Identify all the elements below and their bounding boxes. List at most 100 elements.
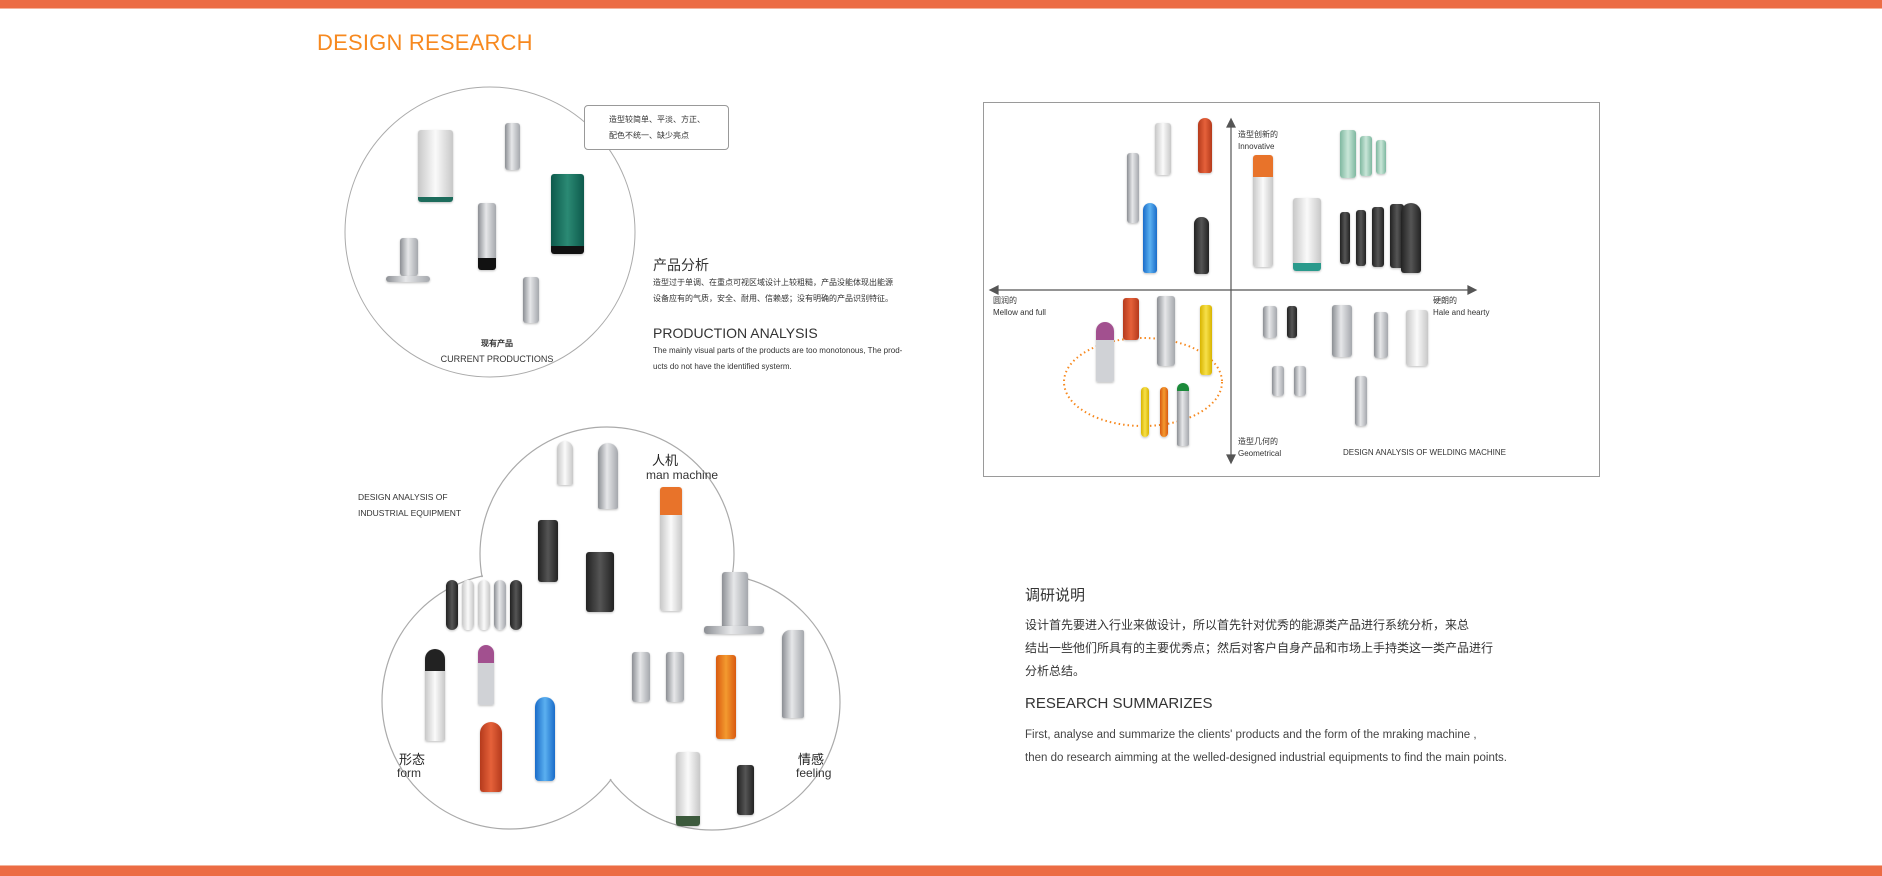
product-image — [1263, 306, 1277, 338]
industrial-caption: DESIGN ANALYSIS OF INDUSTRIAL EQUIPMENT — [358, 489, 461, 521]
product-image — [1155, 123, 1171, 175]
body-line: 分析总结。 — [1025, 664, 1086, 678]
current-products-circle — [344, 86, 636, 378]
summary-body-en: First, analyse and summarize the clients… — [1025, 724, 1507, 770]
axis-label-en: Geometrical — [1238, 449, 1282, 458]
product-image — [1406, 310, 1428, 366]
man-machine-label-cn: 人机 — [652, 453, 679, 468]
product-image — [1253, 155, 1273, 267]
axis-label-cn: 造型几何的 — [1238, 437, 1278, 446]
body-line: then do research aimming at the welled-d… — [1025, 752, 1508, 764]
product-image — [462, 580, 474, 630]
product-image — [505, 123, 520, 170]
product-image — [478, 580, 490, 630]
body-line: ucts do not have the identified systerm. — [653, 362, 792, 371]
axis-label-cn: 圆润的 — [993, 296, 1017, 305]
matrix-axes — [988, 117, 1478, 465]
product-image — [716, 655, 736, 739]
caption-line: DESIGN ANALYSIS OF — [358, 492, 448, 502]
product-image — [1332, 305, 1352, 357]
caption-line: INDUSTRIAL EQUIPMENT — [358, 508, 462, 518]
product-image — [494, 580, 506, 630]
man-machine-label-en: man machine — [646, 468, 719, 482]
product-image — [400, 238, 418, 276]
axis-bottom-label: 造型几何的 Geometrical — [1238, 436, 1281, 460]
product-analysis-body-en: The mainly visual parts of the products … — [653, 343, 902, 375]
callout-box: 造型较简单、平淡、方正、 配色不统一、缺少亮点 — [584, 105, 729, 150]
product-image — [1272, 366, 1284, 396]
body-line: 造型过于单调、在重点可视区域设计上较粗糙，产品没能体现出能源 — [653, 278, 893, 287]
axis-label-en: Mellow and full — [993, 308, 1046, 317]
current-products-label-cn: 现有产品 — [481, 339, 513, 348]
product-image — [1141, 387, 1149, 437]
body-line: The mainly visual parts of the products … — [653, 346, 903, 355]
top-accent-bar — [0, 0, 1882, 9]
product-image — [1160, 387, 1168, 437]
product-image — [425, 649, 445, 741]
current-products-label-en: CURRENT PRODUCTIONS — [440, 354, 554, 364]
product-image — [1200, 305, 1212, 375]
product-image — [418, 130, 453, 202]
product-image — [1143, 203, 1157, 273]
product-image — [1360, 136, 1372, 176]
product-image — [1127, 153, 1139, 223]
product-image — [704, 626, 764, 634]
product-image — [598, 443, 618, 509]
callout-line: 配色不统一、缺少亮点 — [609, 131, 689, 140]
axis-label-cn: 硬朗的 — [1433, 296, 1457, 305]
product-image — [1123, 298, 1139, 340]
product-image — [782, 630, 804, 718]
product-image — [535, 697, 555, 781]
axis-label-cn: 造型创新的 — [1238, 130, 1278, 139]
product-image — [480, 722, 502, 792]
body-line: 设计首先要进入行业来做设计，所以首先针对优秀的能源类产品进行系统分析，来总 — [1025, 618, 1470, 632]
product-image — [1372, 207, 1384, 267]
product-image — [1194, 217, 1209, 274]
product-image — [478, 203, 496, 270]
body-line: First, analyse and summarize the clients… — [1025, 729, 1477, 741]
product-image — [1356, 210, 1366, 266]
matrix-caption: DESIGN ANALYSIS OF WELDING MACHINE — [1343, 448, 1506, 457]
product-analysis-heading-cn: 产品分析 — [653, 257, 709, 273]
product-image — [676, 752, 700, 826]
product-image — [1294, 366, 1306, 396]
product-image — [1376, 140, 1386, 174]
product-image — [1096, 322, 1114, 382]
product-image — [1287, 306, 1297, 338]
summary-body-cn: 设计首先要进入行业来做设计，所以首先针对优秀的能源类产品进行系统分析，来总 结出… — [1025, 614, 1545, 683]
body-line: 设备应有的气质，安全、耐用、信赖感；没有明确的产品识别特征。 — [653, 294, 893, 303]
welding-machine-matrix — [983, 102, 1600, 477]
product-image — [510, 580, 522, 630]
form-label-cn: 形态 — [399, 752, 426, 767]
product-image — [1293, 198, 1321, 271]
bottom-accent-bar — [0, 865, 1882, 876]
product-image — [1177, 383, 1189, 446]
axis-top-label: 造型创新的 Innovative — [1238, 129, 1278, 153]
product-image — [538, 520, 558, 582]
product-image — [722, 572, 748, 630]
axis-left-label: 圆润的 Mellow and full — [993, 295, 1046, 319]
product-image — [1401, 203, 1421, 273]
product-image — [1340, 212, 1350, 264]
product-image — [1374, 312, 1388, 358]
axis-label-en: Hale and hearty — [1433, 308, 1490, 317]
feeling-label-cn: 情感 — [798, 752, 825, 767]
product-image — [1355, 376, 1367, 426]
form-label-en: form — [397, 766, 421, 780]
product-image — [1390, 204, 1404, 268]
product-image — [551, 174, 584, 254]
summary-heading-cn: 调研说明 — [1025, 587, 1086, 604]
summary-heading-en: RESEARCH SUMMARIZES — [1025, 695, 1213, 712]
product-image — [446, 580, 458, 630]
highlight-dotted-ellipse — [1063, 337, 1223, 427]
product-analysis-heading-en: PRODUCTION ANALYSIS — [653, 325, 818, 341]
product-analysis-body-cn: 造型过于单调、在重点可视区域设计上较粗糙，产品没能体现出能源 设备应有的气质，安… — [653, 275, 893, 307]
product-image — [586, 552, 614, 612]
callout-line: 造型较简单、平淡、方正、 — [609, 115, 705, 124]
product-image — [632, 652, 650, 702]
feeling-label-en: feeling — [796, 766, 832, 780]
body-line: 结出一些他们所具有的主要优秀点；然后对客户自身产品和市场上手持类这一类产品进行 — [1025, 641, 1494, 655]
product-image — [666, 652, 684, 702]
axis-label-en: Innovative — [1238, 142, 1275, 151]
product-image — [737, 765, 754, 815]
